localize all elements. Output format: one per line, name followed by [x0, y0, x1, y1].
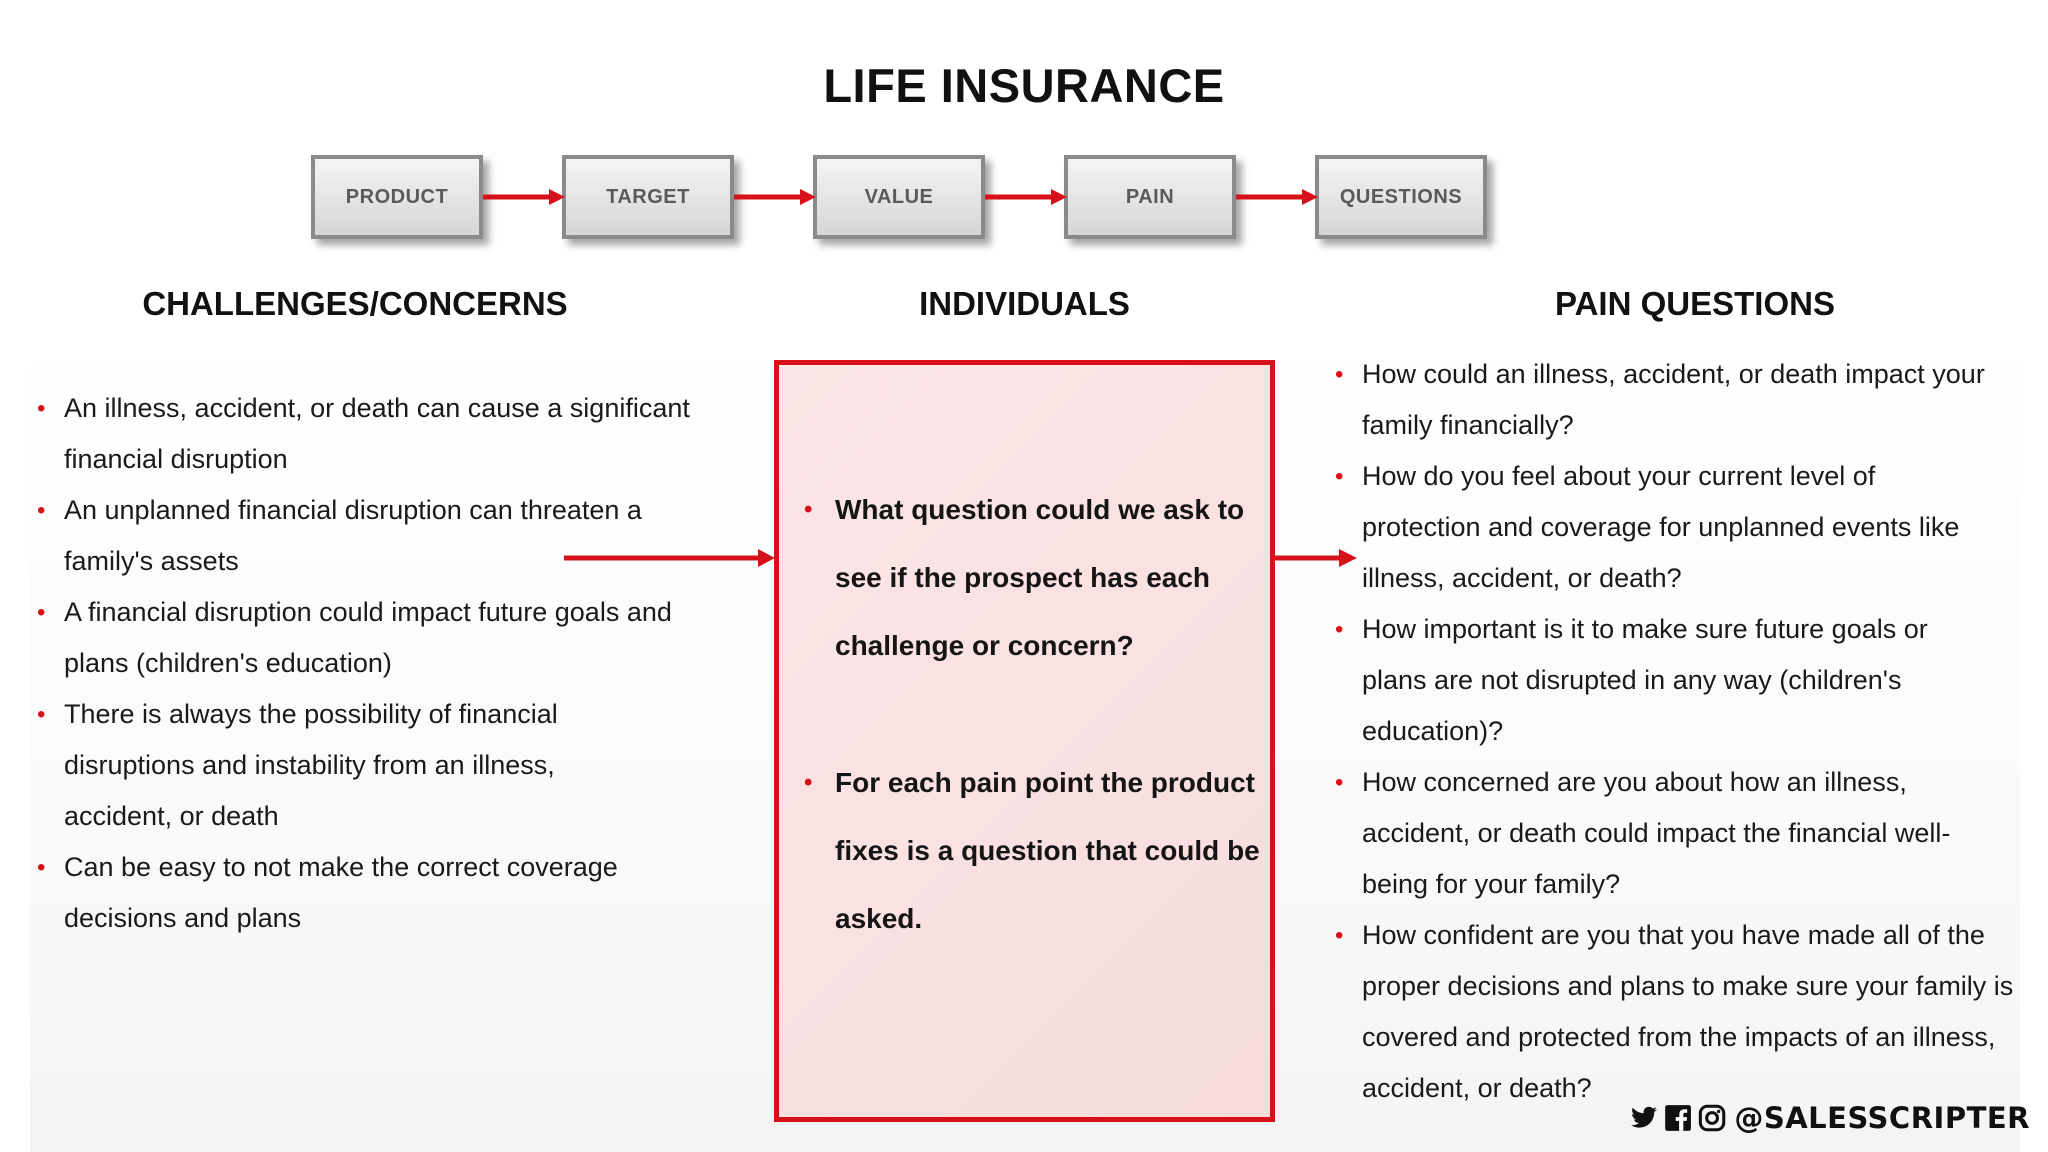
flow-box-pain: PAIN: [1064, 155, 1236, 239]
individuals-list: • What question could we ask to see if th…: [804, 476, 1264, 680]
bullet-icon: •: [1335, 616, 1344, 643]
list-item: • There is always the possibility of fina…: [37, 689, 697, 842]
challenges-heading: CHALLENGES/CONCERNS: [142, 285, 568, 322]
challenges-list: • An illness, accident, or death can caus…: [37, 383, 697, 944]
list-item: • How do you feel about your current leve…: [1335, 451, 2025, 604]
list-item: • An unplanned financial disruption can t…: [37, 485, 697, 587]
flow-box-label: QUESTIONS: [1339, 185, 1463, 208]
pain-questions-list: • How could an illness, accident, or deat…: [1335, 349, 2025, 1114]
flow-box-target: TARGET: [562, 155, 734, 239]
list-item: • How concerned are you about how an illn…: [1335, 757, 2025, 910]
flow-box-value: VALUE: [813, 155, 985, 239]
bullet-icon: •: [1335, 922, 1344, 949]
pain-questions-heading: PAIN QUESTIONS: [1555, 285, 1835, 322]
bullet-icon: •: [1335, 769, 1344, 796]
challenge-text: Can be easy to not make the correct cove…: [64, 852, 618, 933]
bullet-icon: •: [1335, 361, 1344, 388]
individuals-heading: INDIVIDUALS: [919, 285, 1130, 322]
flow-arrow: [1236, 189, 1318, 205]
challenges-to-individuals-arrow: [564, 549, 775, 567]
pain-question-text: How could an illness, accident, or death…: [1362, 359, 1985, 440]
bullet-icon: •: [37, 599, 46, 626]
list-item: • How confident are you that you have mad…: [1335, 910, 2025, 1114]
individuals-text: For each pain point the product fixes is…: [835, 767, 1260, 934]
flow-arrow: [483, 189, 565, 205]
social-handle[interactable]: @SALESSCRIPTER: [1734, 1101, 2030, 1135]
pain-question-text: How confident are you that you have made…: [1362, 920, 2014, 1103]
page-title: LIFE INSURANCE: [823, 59, 1225, 112]
bullet-icon: •: [37, 854, 46, 881]
pain-question-text: How concerned are you about how an illne…: [1362, 767, 1951, 899]
flow-box-label: TARGET: [606, 185, 690, 208]
flow-box-product: PRODUCT: [311, 155, 483, 239]
individuals-box: [774, 360, 1275, 1122]
list-item: • How could an illness, accident, or deat…: [1335, 349, 2025, 451]
bullet-icon: •: [37, 701, 46, 728]
instagram-icon[interactable]: [1698, 1103, 1726, 1133]
pain-question-text: How do you feel about your current level…: [1362, 461, 1960, 593]
bullet-icon: •: [37, 497, 46, 524]
list-item: • For each pain point the product fixes i…: [804, 749, 1264, 953]
flow-arrow: [734, 189, 816, 205]
challenge-text: A financial disruption could impact futu…: [64, 597, 672, 678]
list-item: • Can be easy to not make the correct cov…: [37, 842, 697, 944]
list-item: • What question could we ask to see if th…: [804, 476, 1264, 680]
flow-box-label: VALUE: [864, 185, 934, 208]
pain-question-text: How important is it to make sure future …: [1362, 614, 1928, 746]
facebook-icon[interactable]: [1664, 1103, 1692, 1133]
individuals-to-questions-arrow: [1275, 549, 1357, 567]
challenge-text: There is always the possibility of finan…: [64, 699, 558, 831]
list-item: • A financial disruption could impact fut…: [37, 587, 697, 689]
flow-box-label: PAIN: [1125, 185, 1175, 208]
list-item: • An illness, accident, or death can caus…: [37, 383, 697, 485]
list-item: • How important is it to make sure future…: [1335, 604, 2025, 757]
challenge-text: An unplanned financial disruption can th…: [64, 495, 642, 576]
challenge-text: An illness, accident, or death can cause…: [64, 393, 690, 474]
flow-arrow: [985, 189, 1067, 205]
bullet-icon: •: [804, 769, 813, 796]
bullet-icon: •: [804, 496, 813, 523]
flow-box-label: PRODUCT: [345, 185, 449, 208]
twitter-icon[interactable]: [1630, 1103, 1658, 1133]
individuals-list: • For each pain point the product fixes i…: [804, 749, 1264, 953]
social-footer: @SALESSCRIPTER: [1630, 1100, 2030, 1136]
individuals-text: What question could we ask to see if the…: [835, 494, 1245, 661]
flow-box-questions: QUESTIONS: [1315, 155, 1487, 239]
bullet-icon: •: [1335, 463, 1344, 490]
bullet-icon: •: [37, 395, 46, 422]
